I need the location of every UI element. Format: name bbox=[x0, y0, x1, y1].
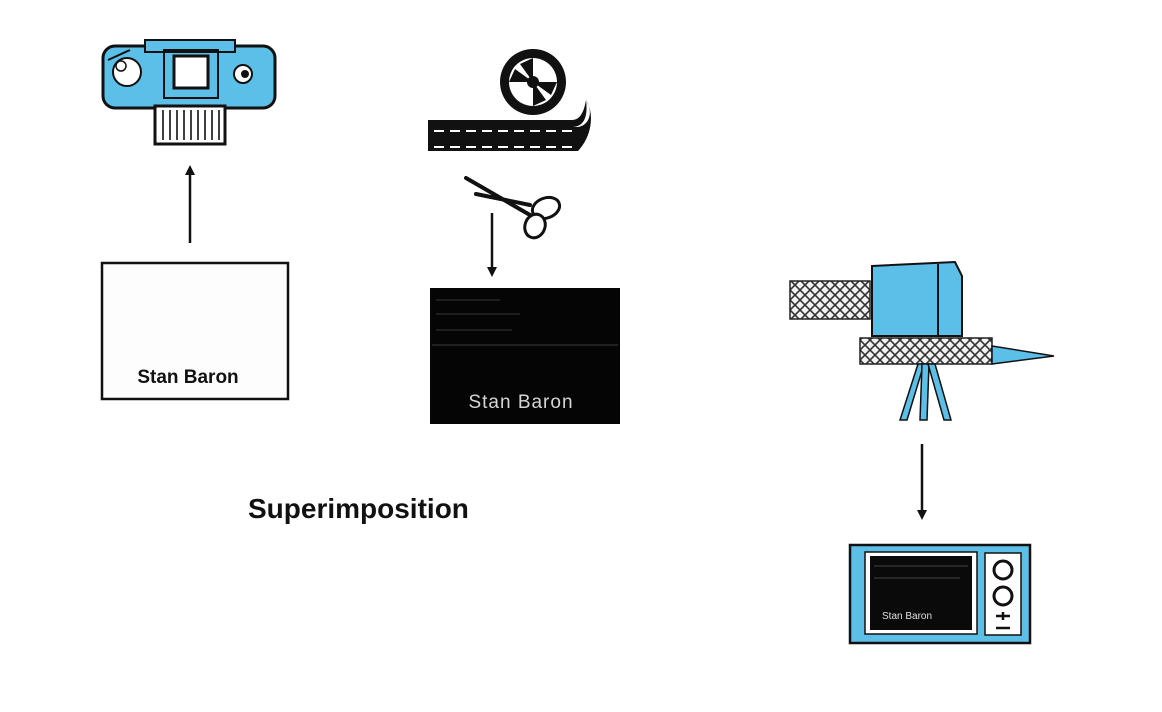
title-card: Stan Baron bbox=[100, 261, 290, 401]
television-icon: Stan Baron bbox=[848, 543, 1032, 645]
tv-camera-icon bbox=[789, 260, 1055, 421]
still-camera-icon bbox=[101, 39, 277, 146]
film-frame-text: Stan Baron bbox=[468, 392, 573, 413]
film-reel-icon bbox=[500, 49, 566, 115]
diagram-caption: Superimposition bbox=[248, 493, 469, 524]
title-card-text: Stan Baron bbox=[137, 367, 238, 388]
film-strip bbox=[428, 100, 591, 151]
tv-screen-text: Stan Baron bbox=[882, 611, 932, 622]
film-frame: Stan Baron bbox=[430, 288, 620, 424]
scissors-icon bbox=[464, 176, 562, 240]
